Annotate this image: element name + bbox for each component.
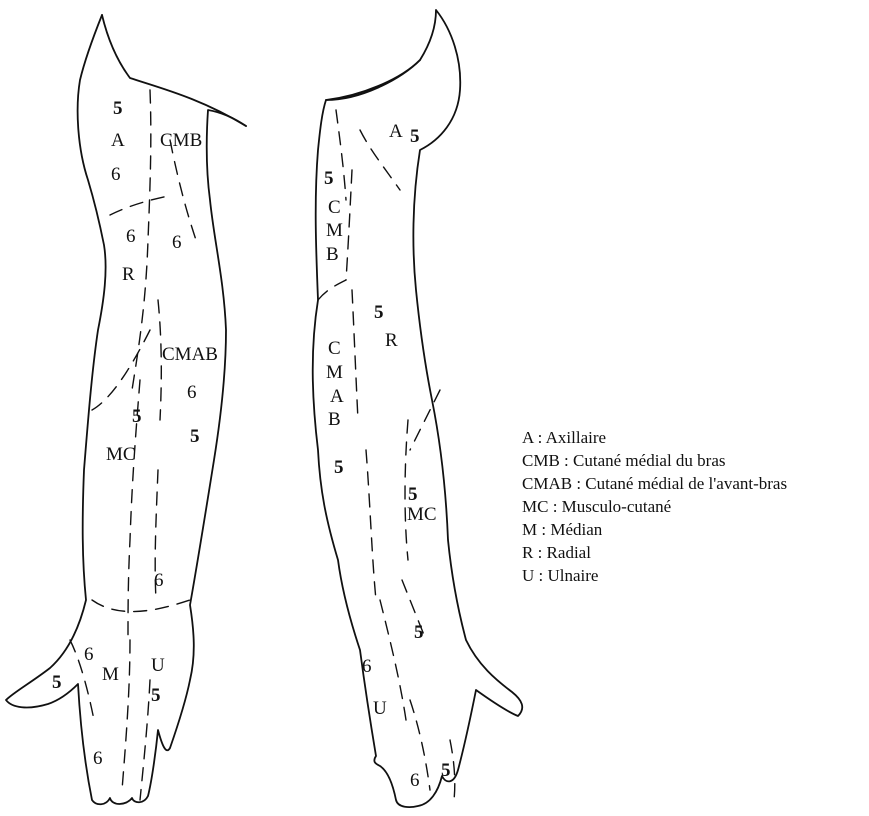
median-label: M xyxy=(102,664,119,685)
legend-item: CMB : Cutané médial du bras xyxy=(522,449,787,472)
anterior-nerve-boundary xyxy=(170,140,196,240)
musculo-cutane-label: MC xyxy=(106,444,136,465)
ulnaire-label: U xyxy=(151,655,165,676)
anterior-nerve-boundary xyxy=(92,330,150,410)
root-6-label: 6 xyxy=(154,570,164,591)
root-6-label: 6 xyxy=(84,644,94,665)
root-5-label: 5 xyxy=(408,484,418,505)
cmb-letter-m: M xyxy=(326,220,343,241)
anterior-nerve-boundary xyxy=(110,196,168,215)
cmab-letter-b: B xyxy=(328,409,341,430)
root-5-label: 5 xyxy=(132,406,142,427)
root-5-label: 5 xyxy=(374,302,384,323)
musculo-cutane-label: MC xyxy=(407,504,437,525)
legend-item: A : Axillaire xyxy=(522,426,787,449)
ulnaire-label: U xyxy=(373,698,387,719)
legend-item: R : Radial xyxy=(522,541,787,564)
cmab-letter-c: C xyxy=(328,338,341,359)
root-5-label: 5 xyxy=(441,760,451,781)
posterior-nerve-boundary xyxy=(346,170,352,280)
posterior-nerve-boundary xyxy=(318,280,346,300)
root-5-label: 5 xyxy=(151,685,161,706)
cmab-letter-m: M xyxy=(326,362,343,383)
root-6-label: 6 xyxy=(126,226,136,247)
radial-label: R xyxy=(385,330,398,351)
root-5-label: 5 xyxy=(113,98,123,119)
posterior-nerve-boundary xyxy=(450,740,455,800)
legend-item: CMAB : Cutané médial de l'avant-bras xyxy=(522,472,787,495)
posterior-armpit-line xyxy=(326,60,420,100)
radial-label: R xyxy=(122,264,135,285)
root-6-label: 6 xyxy=(187,382,197,403)
root-6-label: 6 xyxy=(362,656,372,677)
abbreviation-legend: A : Axillaire CMB : Cutané médial du bra… xyxy=(522,426,787,587)
posterior-nerve-boundary xyxy=(352,290,358,420)
root-6-label: 6 xyxy=(172,232,182,253)
root-5-label: 5 xyxy=(324,168,334,189)
axillaire-label: A xyxy=(111,130,125,151)
posterior-arm-view: A 5 5 C M B 5 R C M A B 5 5 MC 5 6 U 6 5 xyxy=(313,10,523,807)
cmb-letter-c: C xyxy=(328,197,341,218)
root-5-label: 5 xyxy=(334,457,344,478)
root-5-label: 5 xyxy=(190,426,200,447)
cmab-label: CMAB xyxy=(162,344,218,365)
root-5-label: 5 xyxy=(414,622,424,643)
root-6-label: 6 xyxy=(410,770,420,791)
root-5-label: 5 xyxy=(52,672,62,693)
legend-item: U : Ulnaire xyxy=(522,564,787,587)
posterior-nerve-boundary xyxy=(336,110,346,200)
cmab-letter-a: A xyxy=(330,386,344,407)
axillaire-label: A xyxy=(389,121,403,142)
root-6-label: 6 xyxy=(111,164,121,185)
anterior-nerve-boundary xyxy=(122,640,130,790)
anterior-nerve-boundary xyxy=(92,600,190,612)
root-5-label: 5 xyxy=(410,126,420,147)
anterior-arm-view: 5 A CMB 6 6 6 R CMAB 6 5 5 MC 6 6 M U 5 … xyxy=(6,15,246,804)
anterior-shoulder-line xyxy=(102,15,246,126)
anterior-arm-outline xyxy=(6,15,246,804)
cmb-label: CMB xyxy=(160,130,202,151)
posterior-nerve-boundary xyxy=(366,450,376,600)
cmb-letter-b: B xyxy=(326,244,339,265)
legend-item: M : Médian xyxy=(522,518,787,541)
anterior-nerve-boundary xyxy=(158,300,161,420)
legend-item: MC : Musculo-cutané xyxy=(522,495,787,518)
root-6-label: 6 xyxy=(93,748,103,769)
anterior-nerve-boundary xyxy=(140,680,150,800)
